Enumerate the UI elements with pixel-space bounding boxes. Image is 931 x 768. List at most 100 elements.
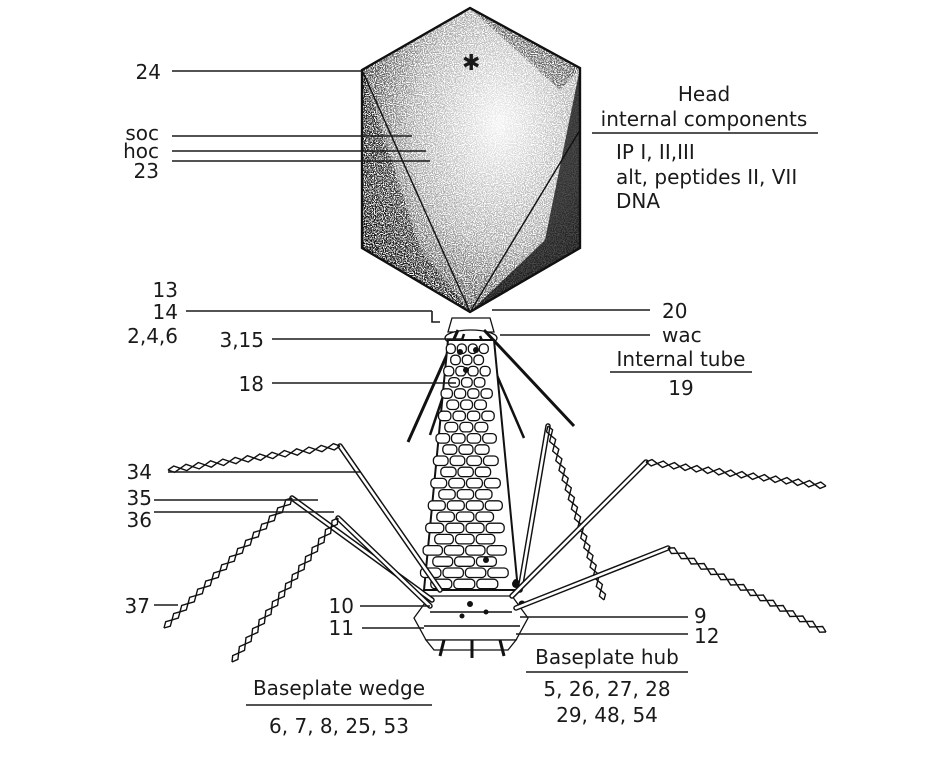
sheath-segment bbox=[465, 544, 486, 556]
fiber-distal bbox=[163, 497, 293, 629]
sheath-segment bbox=[425, 522, 445, 534]
sheath-segment bbox=[483, 477, 501, 489]
sheath-mark bbox=[473, 347, 479, 353]
sheath-mark bbox=[463, 367, 469, 373]
sheath-segment bbox=[442, 444, 458, 455]
sheath-segment bbox=[445, 522, 465, 534]
sheath-segment bbox=[459, 399, 474, 411]
sheath-segment bbox=[476, 578, 499, 590]
label-gp37: 37 bbox=[125, 594, 150, 618]
sheath-segment bbox=[467, 365, 479, 377]
sheath-segment bbox=[453, 556, 476, 567]
sheath-segment bbox=[465, 500, 484, 511]
sheath-segment bbox=[442, 567, 465, 579]
fiber-distal bbox=[167, 444, 341, 472]
label-gp12: 12 bbox=[694, 624, 719, 648]
fiber-rod-core bbox=[514, 546, 670, 610]
sheath-segment bbox=[473, 354, 485, 366]
head-components-title-1: Head bbox=[678, 82, 730, 106]
sheath-segment bbox=[487, 567, 509, 579]
sheath-segment bbox=[432, 455, 449, 467]
sheath-mark bbox=[483, 557, 489, 563]
label-wac: wac bbox=[662, 323, 702, 347]
sheath-segment bbox=[440, 388, 454, 399]
sheath-segment bbox=[459, 421, 474, 433]
sheath-segment bbox=[453, 578, 476, 590]
sheath-segment bbox=[443, 365, 455, 377]
sheath-segment bbox=[482, 455, 499, 467]
tail-sheath bbox=[419, 339, 520, 591]
label-soc: soc bbox=[125, 121, 159, 145]
sheath-segment bbox=[453, 388, 467, 399]
sheath-segment bbox=[478, 343, 489, 355]
label-gp24: 24 bbox=[136, 60, 161, 84]
label-gp3-15: 3,15 bbox=[219, 328, 264, 352]
sheath-segment bbox=[465, 522, 485, 534]
sheath-segment bbox=[436, 511, 456, 523]
head-component-item: DNA bbox=[616, 189, 660, 213]
sheath-segment bbox=[486, 544, 507, 556]
sheath-segment bbox=[480, 388, 493, 399]
sheath-segment bbox=[450, 354, 461, 366]
fiber-distal bbox=[645, 458, 827, 490]
tail-fibers bbox=[163, 423, 827, 663]
sheath-segment bbox=[479, 365, 491, 377]
sheath-segment bbox=[475, 533, 496, 545]
sheath-mark bbox=[457, 349, 463, 355]
sheath-segment bbox=[482, 432, 497, 444]
sheath-segment bbox=[460, 376, 473, 388]
head-component-item: alt, peptides II, VII bbox=[616, 165, 797, 189]
baseplate-hub-proteins-2: 29, 48, 54 bbox=[556, 703, 658, 727]
label-hoc: hoc bbox=[123, 139, 159, 163]
baseplate bbox=[413, 580, 529, 658]
fiber-rod-core bbox=[338, 444, 442, 592]
label-gp18: 18 bbox=[239, 372, 264, 396]
baseplate-wedge-title: Baseplate wedge bbox=[253, 676, 425, 700]
label-gp34: 34 bbox=[127, 460, 152, 484]
fiber-rod-core bbox=[518, 424, 550, 592]
sheath-segment bbox=[481, 410, 495, 422]
leader-lines bbox=[154, 70, 818, 706]
sheath-segment bbox=[437, 410, 452, 422]
sheath-segment bbox=[438, 488, 456, 500]
sheath-segment bbox=[473, 376, 486, 388]
sheath-segment bbox=[455, 511, 475, 523]
sheath-segment bbox=[454, 533, 475, 545]
sheath-segment bbox=[474, 488, 493, 500]
label-gp36: 36 bbox=[127, 508, 152, 532]
fiber-rod-core bbox=[510, 460, 648, 598]
sheath-segment bbox=[446, 399, 460, 411]
fiber-distal bbox=[547, 425, 605, 601]
baseplate-hub-title: Baseplate hub bbox=[535, 645, 679, 669]
sheath-segment bbox=[466, 410, 481, 422]
sheath-segment bbox=[432, 556, 454, 567]
fiber-distal bbox=[667, 547, 827, 633]
sheath-segment bbox=[430, 477, 448, 489]
sheath-segment bbox=[456, 488, 475, 500]
sheath-segment bbox=[422, 544, 444, 556]
sheath-segment bbox=[448, 477, 466, 489]
label-gp2-4-6: 2,4,6 bbox=[127, 324, 178, 348]
sheath-segment bbox=[450, 432, 466, 444]
label-gp19: 19 bbox=[668, 376, 693, 400]
label-gp11: 11 bbox=[329, 616, 354, 640]
fiber-rod-core bbox=[336, 516, 432, 608]
sheath-segment bbox=[444, 421, 459, 433]
label-gp20: 20 bbox=[662, 299, 687, 323]
sheath-segment bbox=[474, 444, 490, 455]
label-gp10: 10 bbox=[329, 594, 354, 618]
sheath-segment bbox=[440, 466, 457, 478]
sheath-segment bbox=[445, 343, 456, 355]
sheath-segment bbox=[485, 522, 505, 534]
head-components-title-2: internal components bbox=[601, 107, 808, 131]
svg-text:✱: ✱ bbox=[462, 51, 480, 76]
sheath-segment bbox=[461, 354, 473, 366]
sheath-segment bbox=[466, 432, 482, 444]
sheath-segment bbox=[449, 455, 466, 467]
label-gp9: 9 bbox=[694, 604, 707, 628]
sheath-segment bbox=[467, 388, 480, 399]
sheath-segment bbox=[458, 444, 474, 455]
head-component-item: IP I, II,III bbox=[616, 140, 695, 164]
label-gp14: 14 bbox=[153, 300, 178, 324]
